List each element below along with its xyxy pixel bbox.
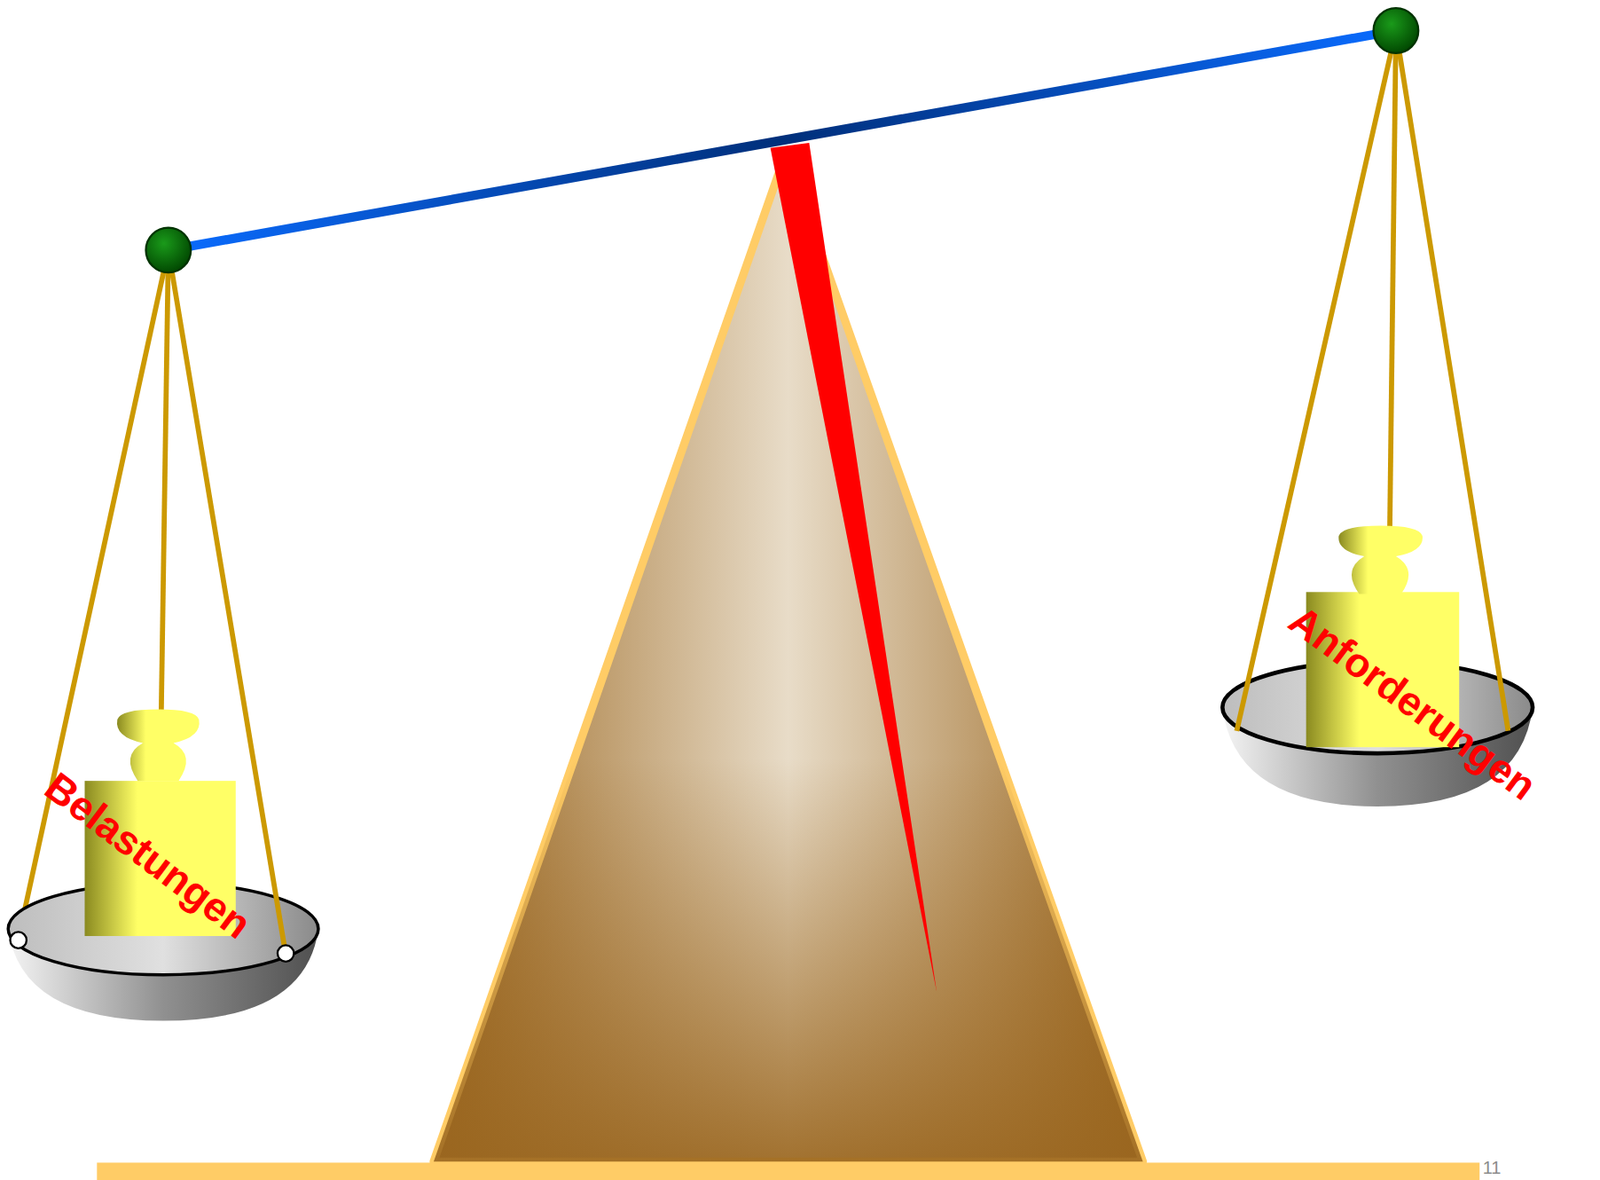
hook-dot <box>10 931 27 948</box>
pan-label: Belastungen <box>38 765 259 946</box>
pan-strings <box>1236 31 1508 731</box>
beam <box>168 31 1397 251</box>
pivot-ball <box>146 227 192 274</box>
pan-label: Anforderungen <box>1282 597 1544 807</box>
pan-strings <box>1389 31 1397 529</box>
hook-dot <box>277 944 294 961</box>
scale-stand <box>433 153 1144 1162</box>
pan-string <box>168 250 286 955</box>
needle <box>770 142 938 992</box>
stand-shade <box>433 153 1144 1162</box>
page-number: 11 <box>1482 1158 1502 1177</box>
pivot-ball <box>1373 7 1420 54</box>
